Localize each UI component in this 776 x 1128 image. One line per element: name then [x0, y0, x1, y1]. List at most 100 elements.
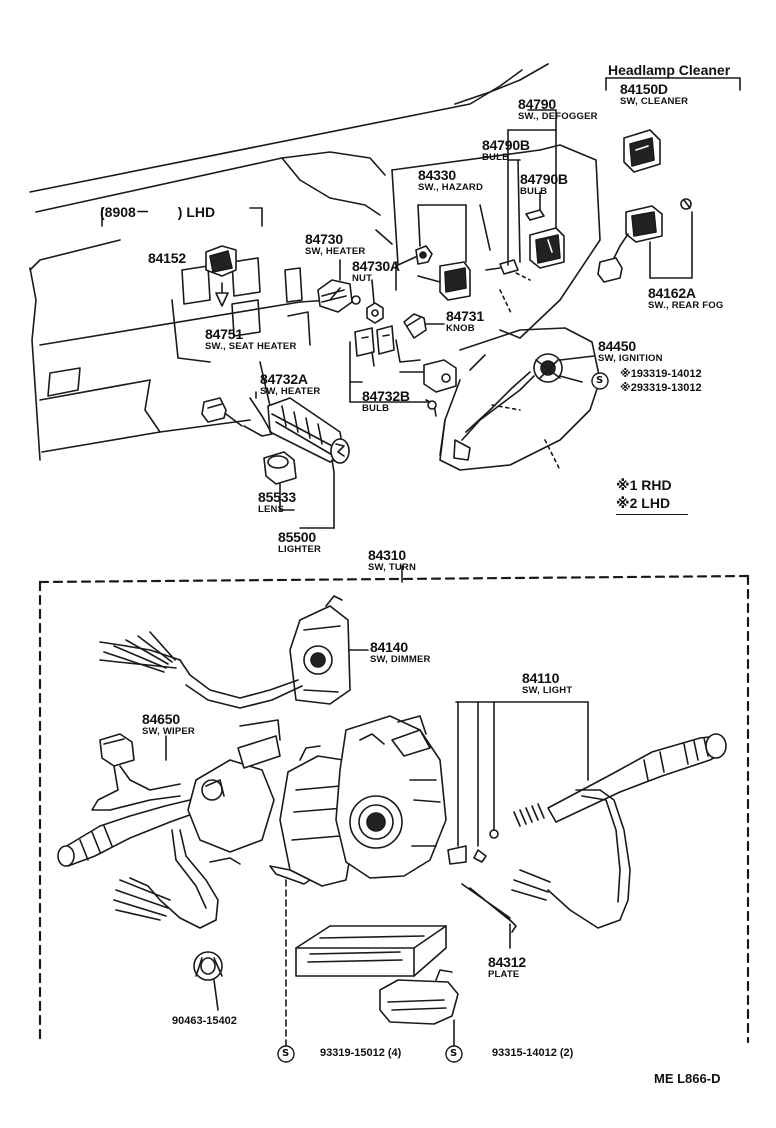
- screw-number: 93319-14012: [636, 368, 702, 380]
- part-84730-heater-switch: [317, 259, 361, 313]
- part-number: 84150D: [620, 81, 668, 97]
- part-number: 84162A: [648, 285, 696, 301]
- part-84730a-nut: [366, 279, 384, 324]
- turn-switch-assembly-frame: [38, 574, 750, 1044]
- part-description: SW, WIPER: [142, 726, 195, 737]
- callout-84312: 84312 PLATE: [488, 955, 526, 980]
- part-number: 84450: [598, 338, 636, 354]
- callout-84650: 84650 SW, WIPER: [142, 712, 195, 737]
- part-number: 84312: [488, 954, 526, 970]
- screw-symbol-93319: [277, 1045, 295, 1063]
- callout-84730a: 84730A NUT: [352, 259, 400, 284]
- part-number: 84650: [142, 711, 180, 727]
- part-description: LENS: [258, 504, 285, 515]
- part-85533-lens: [263, 451, 297, 511]
- legend-text: LHD: [641, 495, 671, 511]
- rhd-mark: ※1: [620, 368, 637, 380]
- part-84110-light-switch-stalk: [447, 701, 727, 949]
- part-description: LIGHTER: [278, 544, 322, 555]
- part-number: 84730A: [352, 258, 400, 274]
- part-description: BULB: [482, 152, 510, 163]
- part-84650-wiper-switch: [57, 719, 281, 929]
- part-84150d-cleaner-switch: [605, 77, 741, 173]
- part-84140-dimmer-switch: [99, 595, 369, 709]
- part-description: NUT: [352, 273, 373, 284]
- lhd-mark: ※2: [620, 382, 637, 394]
- screw-symbol-93319-letter: S: [282, 1048, 290, 1059]
- part-description: SW, CLEANER: [620, 96, 689, 107]
- lhd-range-label: (8908－ ) LHD: [100, 204, 216, 220]
- part-description: SW., DEFOGGER: [518, 111, 598, 122]
- screw-symbol-93315: [445, 1045, 463, 1063]
- screw-symbol-ignition-letter: S: [596, 375, 604, 386]
- headlamp-cleaner-heading: Headlamp Cleaner: [608, 62, 731, 78]
- part-number: 85533: [258, 489, 296, 505]
- callout-84310: 84310 SW, TURN: [368, 548, 416, 573]
- dashboard-outline: [29, 63, 601, 471]
- part-description: SW, TURN: [368, 562, 417, 573]
- part-85500-cigarette-lighter: [201, 391, 350, 529]
- callout-84150d: 84150D SW, CLEANER: [620, 82, 688, 107]
- part-number: 84790: [518, 96, 556, 112]
- part-number: 84751: [205, 326, 243, 342]
- part-number: 84732A: [260, 371, 308, 387]
- callout-85500: 85500 LIGHTER: [278, 530, 321, 555]
- callout-84162a: 84162A SW., REAR FOG: [648, 286, 723, 311]
- part-number: 84730: [305, 231, 343, 247]
- part-number: 84140: [370, 639, 408, 655]
- screw-93319-label: 93319-15012 (4): [320, 1047, 402, 1059]
- part-84790-defogger-switch: [485, 129, 565, 275]
- callout-84450: 84450 SW, IGNITION: [598, 339, 663, 364]
- part-number: 84732B: [362, 388, 410, 404]
- part-84162a-rear-fog-switch: [597, 198, 693, 283]
- screw-93315-label: 93315-14012 (2): [492, 1047, 574, 1059]
- part-84310-turn-switch-body: [269, 715, 447, 887]
- legend-lhd: ※2 LHD: [616, 496, 670, 510]
- part-description: KNOB: [446, 323, 475, 334]
- part-number: 84790B: [520, 171, 568, 187]
- callout-84732b: 84732B BULB: [362, 389, 410, 414]
- part-84731-knob: [403, 313, 445, 339]
- part-84450-ignition-switch: [453, 353, 595, 461]
- ignition-screw-rhd: ※193319-14012: [620, 369, 702, 380]
- part-description: SW, HEATER: [305, 246, 366, 257]
- part-84330-hazard-switch: [415, 204, 471, 301]
- callout-84790: 84790 SW., DEFOGGER: [518, 97, 598, 122]
- part-number: 85500: [278, 529, 316, 545]
- clamp-part-number: 90463-15402: [172, 1015, 237, 1027]
- callout-84140: 84140 SW, DIMMER: [370, 640, 431, 665]
- legend-underline: [616, 514, 688, 515]
- part-description: SW, HEATER: [260, 386, 321, 397]
- part-description: SW., SEAT HEATER: [205, 341, 297, 352]
- part-description: SW., HAZARD: [418, 182, 484, 193]
- part-number: 84790B: [482, 137, 530, 153]
- callout-84110: 84110 SW, LIGHT: [522, 671, 572, 696]
- part-description: SW, LIGHT: [522, 685, 573, 696]
- part-number: 84310: [368, 547, 406, 563]
- part-description: SW., REAR FOG: [648, 300, 724, 311]
- part-number: 84152: [148, 250, 186, 266]
- part-84310-mounting-plates: [295, 925, 459, 1025]
- part-number: 84731: [446, 308, 484, 324]
- part-number: 84330: [418, 167, 456, 183]
- callout-85533: 85533 LENS: [258, 490, 296, 515]
- callout-84731: 84731 KNOB: [446, 309, 484, 334]
- part-description: SW, IGNITION: [598, 353, 663, 364]
- part-description: BULB: [520, 186, 548, 197]
- callout-84732a: 84732A SW, HEATER: [260, 372, 320, 397]
- diagram-code: ME L866-D: [654, 1071, 721, 1086]
- callout-84330: 84330 SW., HAZARD: [418, 168, 483, 193]
- ignition-screw-lhd: ※293319-13012: [620, 383, 702, 394]
- legend-text: RHD: [641, 477, 672, 493]
- part-84751-seat-heater-switch: [354, 325, 395, 367]
- legend-mark: ※2: [616, 495, 638, 511]
- screw-number: 93319-13012: [636, 382, 702, 394]
- callout-84730: 84730 SW, HEATER: [305, 232, 365, 257]
- part-84152-switch: [205, 245, 237, 307]
- callout-84790b-upper: 84790B BULB: [482, 138, 530, 163]
- part-84732b-bulb: [399, 359, 457, 417]
- screw-symbol-93315-letter: S: [450, 1048, 458, 1059]
- legend-rhd: ※1 RHD: [616, 478, 672, 492]
